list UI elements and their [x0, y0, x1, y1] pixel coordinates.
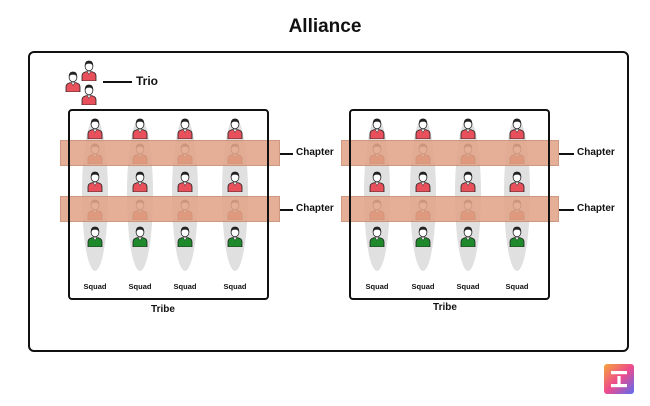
- chapter-label: Chapter: [577, 203, 615, 214]
- tribe-label: Tribe: [151, 304, 175, 315]
- squad-label: Squad: [365, 282, 389, 291]
- alliance-box: [28, 51, 629, 352]
- tribe-box: [349, 109, 550, 300]
- squad-label: Squad: [411, 282, 435, 291]
- person-icon: [81, 83, 97, 105]
- squad-label: Squad: [223, 282, 247, 291]
- person-icon: [65, 70, 81, 92]
- brand-logo-icon: [604, 364, 634, 394]
- chapter-label: Chapter: [296, 203, 334, 214]
- chapter-label: Chapter: [577, 147, 615, 158]
- squad-label: Squad: [505, 282, 529, 291]
- squad-label: Squad: [128, 282, 152, 291]
- chapter-connector: [280, 209, 293, 211]
- chapter-band: [60, 140, 280, 166]
- chapter-band: [341, 196, 559, 222]
- squad-label: Squad: [173, 282, 197, 291]
- chapter-band: [60, 196, 280, 222]
- tribe-label: Tribe: [433, 302, 457, 313]
- chapter-connector: [559, 153, 574, 155]
- tribe-box: [68, 109, 269, 300]
- chapter-band: [341, 140, 559, 166]
- trio-label: Trio: [136, 74, 159, 88]
- page-title: Alliance: [288, 16, 362, 37]
- chapter-connector: [280, 153, 293, 155]
- trio-connector: [103, 81, 132, 83]
- squad-label: Squad: [456, 282, 480, 291]
- chapter-label: Chapter: [296, 147, 334, 158]
- person-icon: [81, 59, 97, 81]
- chapter-connector: [559, 209, 574, 211]
- squad-label: Squad: [83, 282, 107, 291]
